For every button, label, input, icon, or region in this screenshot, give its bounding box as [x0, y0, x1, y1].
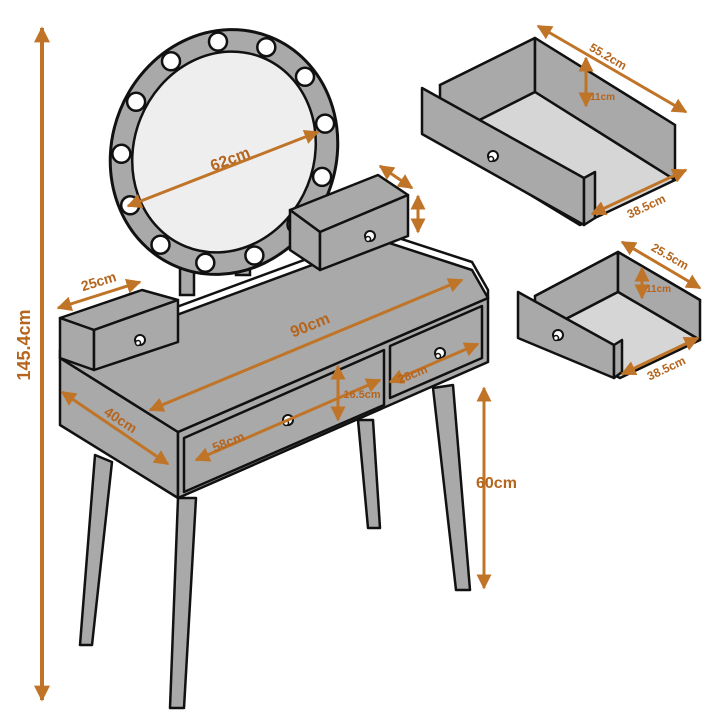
bulb-icon	[160, 51, 182, 72]
arrow-large-drawer-spec-depth	[590, 168, 688, 216]
knob-icon	[552, 329, 564, 342]
leg-front-right	[431, 383, 472, 592]
large-drawer-diagram	[420, 36, 677, 227]
arrow-table-depth	[60, 390, 170, 466]
arrow-large-drawer-width	[194, 378, 382, 462]
label-leg-height: 60cm	[476, 475, 517, 492]
label-small-drawer-spec-height: 11cm	[646, 284, 671, 295]
leg-front-left-rear	[78, 453, 114, 647]
bulb-icon	[311, 166, 333, 188]
leg-front-left	[168, 496, 198, 710]
arrow-small-drawer-width	[388, 342, 480, 384]
knob-icon	[434, 347, 446, 360]
bulb-icon	[195, 252, 216, 274]
bulb-icon	[314, 113, 336, 134]
arrow-small-drawer-spec-width	[620, 240, 702, 290]
right-storage-box	[288, 173, 410, 272]
knob-icon	[134, 334, 146, 347]
label-drawer-height: 16.5cm	[343, 389, 381, 401]
arrow-small-drawer-spec-depth	[620, 336, 700, 376]
bulb-icon	[150, 234, 171, 255]
arrow-mirror-diameter	[126, 129, 320, 209]
arrow-large-drawer-spec-width	[536, 24, 688, 114]
label-large-drawer-spec-height: 11cm	[590, 92, 615, 103]
bulb-icon	[256, 36, 277, 58]
leg-back-right	[356, 418, 382, 530]
label-small-drawer-spec-width: 25.5cm	[649, 240, 691, 272]
knob-icon	[487, 150, 499, 163]
bulb-icon	[294, 66, 316, 88]
knob-icon	[364, 230, 376, 243]
bulb-icon	[244, 245, 265, 266]
bulb-icon	[111, 143, 132, 165]
bulb-icon	[207, 31, 229, 52]
label-total-height: 145.4cm	[14, 309, 34, 380]
bulb-icon	[125, 91, 147, 113]
dimension-arrows	[34, 24, 702, 702]
arrow-left-box-width	[56, 278, 142, 312]
arrow-right-box-depth	[378, 164, 414, 190]
